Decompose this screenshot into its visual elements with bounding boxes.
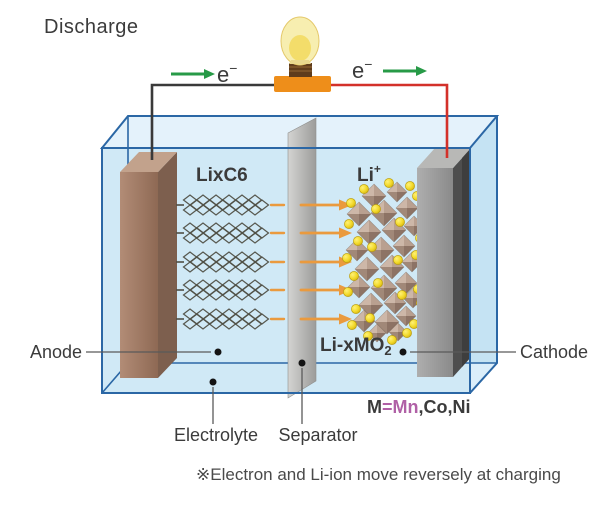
cathode-side-shadow [462,148,471,367]
footnote: ※Electron and Li-ion move reversely at c… [196,465,561,484]
light-bulb-icon [274,16,331,92]
right-wire [329,83,449,158]
electron-flow-left: e− [171,60,237,87]
bulb-neck [289,60,311,64]
electron-label-right: e− [352,56,372,83]
anode-dot [214,348,222,356]
left-wire [150,83,276,160]
cathode-label: Cathode [520,342,588,362]
container-right-face [470,116,497,393]
anode-front-face [120,172,158,378]
anode-label: Anode [30,342,82,362]
label-lixmo2: Li-xMO2 [320,335,392,358]
electron-arrowhead-left-icon [204,69,215,79]
label-lixc6: LixC6 [196,165,248,186]
separator-dot [298,359,306,367]
callout-dots [209,348,407,386]
electrolyte-label: Electrolyte [174,425,258,445]
electron-flow-right: e− [352,56,427,83]
anode-top-face [120,152,177,172]
container-front-edges [99,115,500,394]
cathode-top-face [417,148,471,168]
bulb-base [274,76,331,92]
legend-m: M=Mn,Co,Ni [367,397,471,417]
callouts [86,351,516,424]
cathode-dot [399,348,407,356]
li-ion-arrows [269,199,352,325]
label-li-ion: Li+ [357,162,381,186]
crystal-structure [342,178,428,345]
anode-side-face [158,152,177,378]
graphite-structure [176,194,270,330]
electrolyte-dot [209,378,217,386]
anode-electrode [120,152,177,378]
cathode-electrode [417,148,471,377]
electron-arrowhead-right-icon [416,66,427,76]
cathode-front-face [417,168,453,377]
page-title: Discharge [44,16,139,38]
separator-panel [287,117,317,399]
bulb-glow [289,35,311,61]
separator-label: Separator [278,425,357,445]
electron-label-left: e− [217,60,237,87]
